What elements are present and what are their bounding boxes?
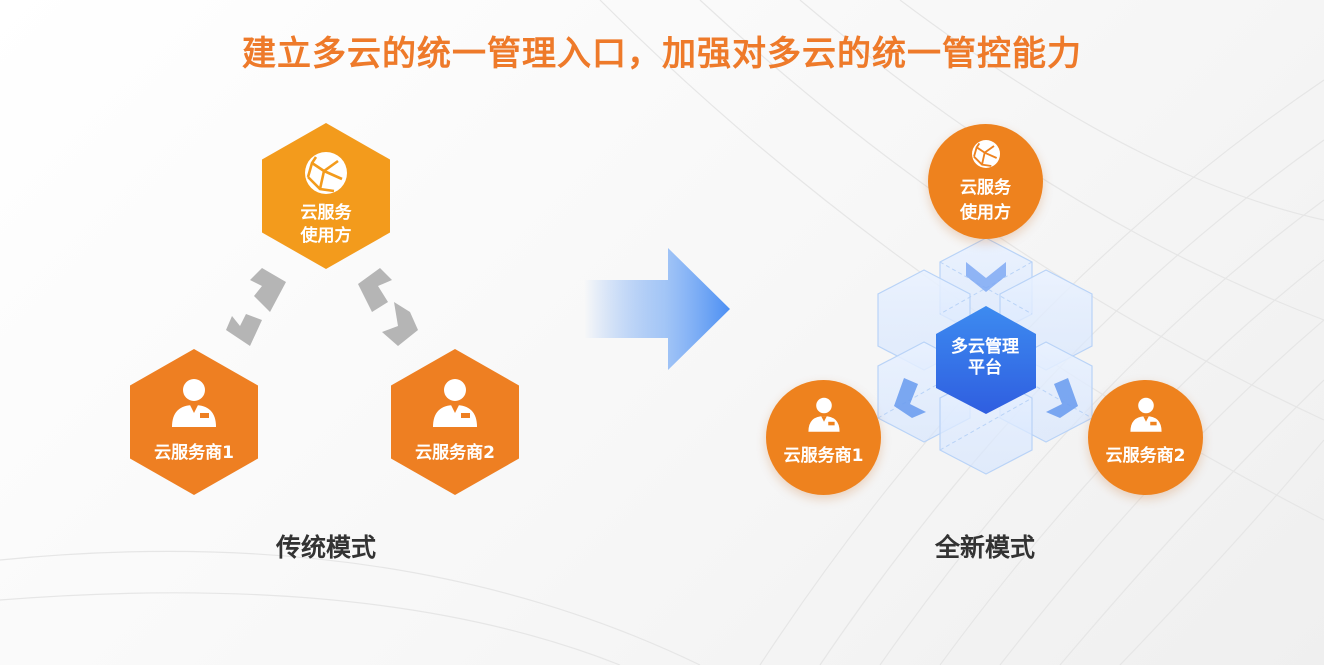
chevron-down-icon	[966, 262, 1006, 292]
new-consumer-line2: 使用方	[960, 203, 1011, 223]
swap-arrows-icon-right	[358, 268, 418, 346]
new-provider1-label: 云服务商1	[783, 446, 864, 466]
traditional-consumer-line2: 使用方	[300, 226, 352, 246]
platform-cube	[936, 306, 1036, 414]
traditional-consumer-hex: 云服务 使用方	[262, 123, 390, 269]
swap-arrows-icon-left	[226, 268, 286, 346]
person-icon	[808, 397, 840, 432]
chevron-left-icon	[894, 378, 926, 418]
traditional-mode-label: 传统模式	[275, 533, 376, 562]
traditional-provider1-hex: 云服务商1	[130, 349, 258, 495]
platform-label-line1: 多云管理	[951, 337, 1019, 357]
page-title: 建立多云的统一管理入口，加强对多云的统一管控能力	[242, 34, 1082, 74]
network-globe-icon	[972, 140, 1000, 168]
person-icon	[1130, 397, 1162, 432]
person-icon	[172, 379, 216, 427]
new-provider1-circle: 云服务商1	[766, 380, 881, 495]
new-provider2-label: 云服务商2	[1105, 446, 1186, 466]
platform-label-line2: 平台	[968, 358, 1002, 378]
new-consumer-line1: 云服务	[960, 178, 1011, 198]
traditional-provider2-hex: 云服务商2	[391, 349, 519, 495]
traditional-consumer-line1: 云服务	[300, 203, 352, 223]
network-globe-icon	[305, 152, 347, 194]
traditional-provider2-label: 云服务商2	[415, 443, 495, 463]
traditional-provider1-label: 云服务商1	[154, 443, 234, 463]
new-mode-label: 全新模式	[934, 533, 1035, 562]
transition-arrow-icon	[584, 248, 730, 370]
new-consumer-circle: 云服务 使用方	[928, 124, 1043, 239]
person-icon	[433, 379, 477, 427]
chevron-right-icon	[1046, 378, 1078, 418]
new-provider2-circle: 云服务商2	[1088, 380, 1203, 495]
